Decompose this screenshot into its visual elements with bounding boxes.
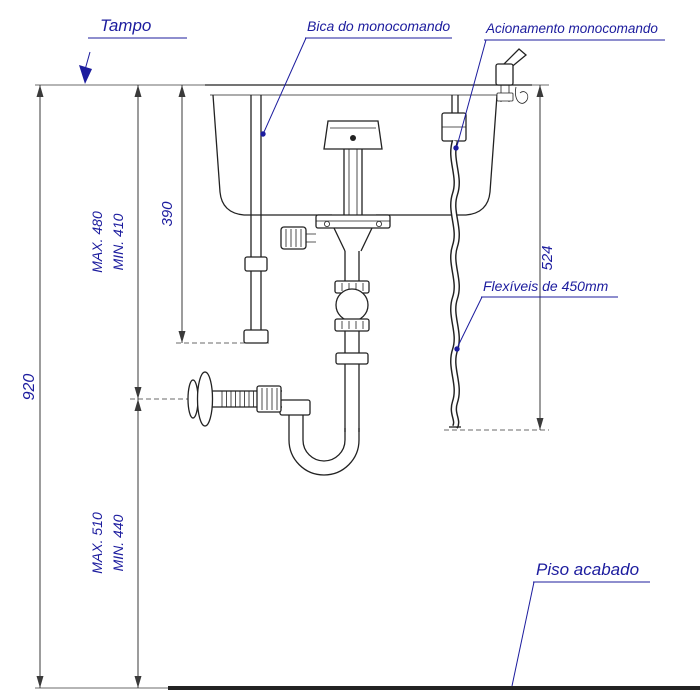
dimension-lines <box>39 85 541 688</box>
dim-524: 524 <box>539 245 556 270</box>
dimension-arrowheads <box>36 85 544 688</box>
dim-920: 920 <box>21 374 38 401</box>
wall-outlet-pipe <box>187 371 282 427</box>
arrowhead-icon <box>178 85 186 97</box>
popup-knob-link <box>306 233 316 243</box>
annotations: Tampo Bica do monocomando Acionamento mo… <box>79 16 665 687</box>
tampo-leader-line <box>85 51 91 69</box>
arrowhead-icon <box>536 418 544 430</box>
dim-min-440: MIN. 440 <box>110 514 126 571</box>
spout-supply-pipe <box>243 95 269 344</box>
flexiveis-leader-dot <box>454 346 460 352</box>
sink-bowl-left-wall <box>212 94 332 216</box>
faucet-body <box>495 63 514 86</box>
dim-390: 390 <box>159 201 176 227</box>
label-tampo: Tampo <box>100 16 151 35</box>
flexible-hose-core <box>451 140 459 428</box>
arrowhead-icon <box>178 331 186 343</box>
u-bend-inner <box>302 414 346 462</box>
acionamento-leader-dot <box>453 145 459 151</box>
popup-knob <box>280 226 307 250</box>
elbow-nut <box>279 399 311 416</box>
outlet-coupling <box>256 385 282 413</box>
bica-leader-line <box>263 37 307 133</box>
label-acionamento-monocomando: Acionamento monocomando <box>485 21 658 36</box>
counter-and-sink <box>205 84 532 216</box>
trap-downpipe-short <box>344 331 360 353</box>
overflow-column <box>323 120 383 215</box>
arrowhead-icon <box>36 85 44 97</box>
waste-screw-left <box>323 220 330 227</box>
supply-pipe-coupling-nut <box>244 256 268 272</box>
sink-waste-fitting <box>280 214 391 252</box>
wall-flange-outer <box>196 371 214 427</box>
arrowhead-icon <box>536 85 544 97</box>
flexiveis-leader-line <box>457 296 483 347</box>
label-bica-do-monocomando: Bica do monocomando <box>307 18 450 34</box>
trap-nut-middle <box>335 352 369 365</box>
wall-flange-inner <box>187 379 199 419</box>
arrowhead-icon <box>134 85 142 97</box>
popup-knob-ribs <box>285 229 302 247</box>
trap-siphon <box>279 251 370 476</box>
actuator-knob-dot <box>350 135 356 141</box>
dimension-texts: 920 MAX. 480 MIN. 410 390 524 MAX. 510 M… <box>21 201 556 574</box>
waste-screw-right <box>375 220 382 227</box>
overflow-tube-inner <box>348 149 358 215</box>
arrowhead-icon <box>134 399 142 411</box>
actuation-and-flexible-hose <box>441 95 467 429</box>
arrowhead-icon <box>134 387 142 399</box>
piso-leader-line <box>511 581 535 687</box>
label-flexiveis: Flexíveis de 450mm <box>483 278 609 294</box>
dim-max-510: MAX. 510 <box>89 512 105 574</box>
actuation-rod <box>451 95 459 113</box>
waste-body <box>315 214 391 229</box>
trap-nut-lower-ribs <box>341 321 364 329</box>
sink-bowl-right-wall <box>376 94 498 216</box>
faucet-hook-detail <box>515 86 529 104</box>
trap-bottle-body <box>335 288 369 322</box>
faucet-fixing-nut <box>496 92 514 102</box>
dim-max-480: MAX. 480 <box>89 211 105 273</box>
faucet-monocomando <box>495 48 529 104</box>
dim-min-410: MIN. 410 <box>110 213 126 270</box>
waste-cone <box>333 227 373 252</box>
trap-nut-upper-ribs <box>341 283 364 291</box>
extension-lines <box>35 84 549 689</box>
supply-pipe-end-nut <box>243 329 269 344</box>
tailpipe <box>344 251 360 281</box>
tampo-arrow-icon <box>79 65 92 84</box>
acionamento-leader-line <box>456 39 487 147</box>
arrowhead-icon <box>134 676 142 688</box>
trap-nut-lower <box>334 318 370 332</box>
outlet-coupling-ribs <box>261 388 278 410</box>
bica-leader-dot <box>260 131 266 137</box>
arrowhead-icon <box>36 676 44 688</box>
label-piso-acabado: Piso acabado <box>536 560 639 579</box>
supply-pipe-upper <box>250 95 262 257</box>
overflow-tube-outer <box>343 149 363 215</box>
supply-pipe-lower <box>250 271 262 330</box>
trap-downpipe-long <box>344 364 360 432</box>
outlet-pipe-ribs <box>221 391 254 407</box>
u-bend-outer <box>288 414 360 476</box>
